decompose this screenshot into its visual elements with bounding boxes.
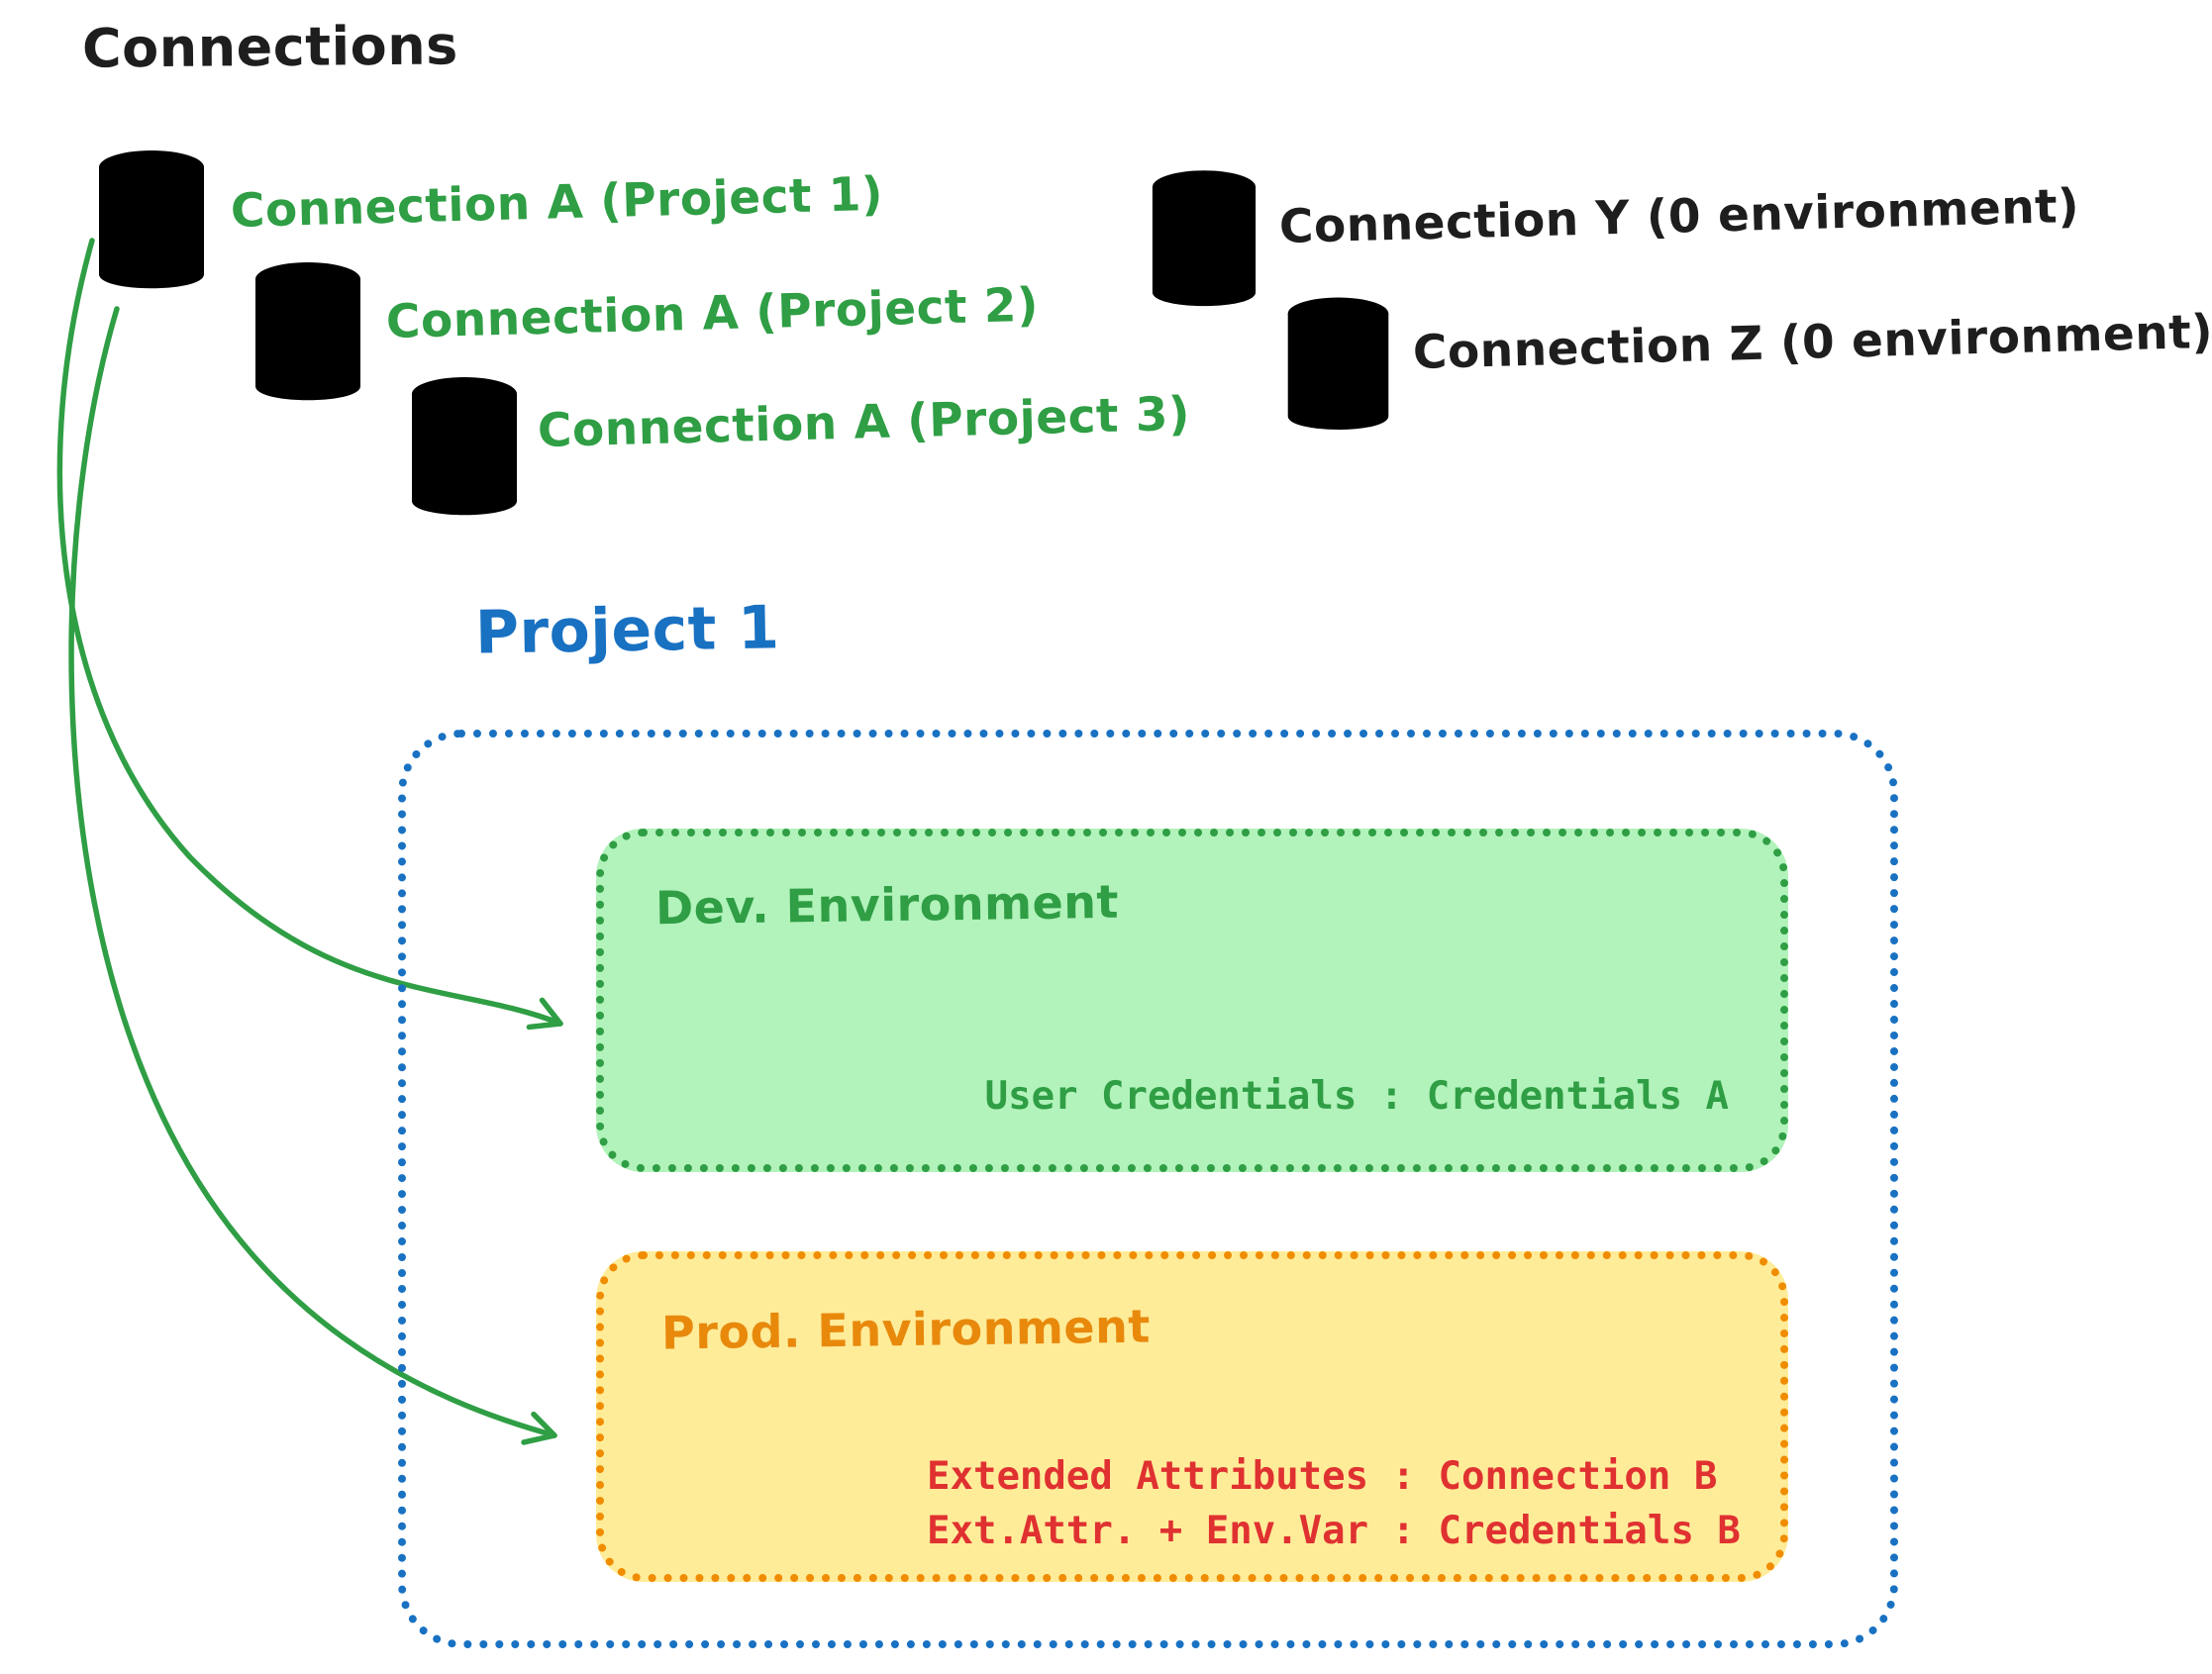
- connection-label-a-project1: Connection A (Project 1): [230, 166, 884, 239]
- dev-credentials-text: User Credentials : Credentials A: [984, 1074, 1729, 1119]
- prod-credentials-line1: Extended Attributes : Connection B: [927, 1454, 1718, 1499]
- connection-label-z: Connection Z (0 environment): [1412, 304, 2212, 380]
- project-title: Project 1: [474, 593, 781, 668]
- database-icon-connection-z: [1281, 293, 1395, 439]
- prod-environment-box: Prod. Environment Extended Attributes : …: [596, 1251, 1788, 1582]
- database-icon-connection-a-project3: [405, 373, 524, 524]
- connection-label-a-project2: Connection A (Project 2): [385, 277, 1040, 349]
- connection-label-y: Connection Y (0 environment): [1278, 178, 2080, 254]
- project-1-box: [398, 730, 1898, 1648]
- connection-label-a-project3: Connection A (Project 3): [537, 386, 1191, 458]
- prod-credentials-line2: Ext.Attr. + Env.Var : Credentials B: [927, 1509, 1741, 1553]
- dev-environment-title: Dev. Environment: [654, 874, 1120, 935]
- database-icon-connection-a-project1: [92, 147, 211, 297]
- database-icon-connection-a-project2: [249, 258, 367, 409]
- dev-environment-box: Dev. Environment User Credentials : Cred…: [596, 829, 1788, 1172]
- prod-environment-title: Prod. Environment: [660, 1299, 1152, 1360]
- diagram-title: Connections: [81, 14, 459, 80]
- prod-credentials-text: Extended Attributes : Connection B Ext.A…: [927, 1449, 1741, 1558]
- database-icon-connection-y: [1146, 166, 1262, 315]
